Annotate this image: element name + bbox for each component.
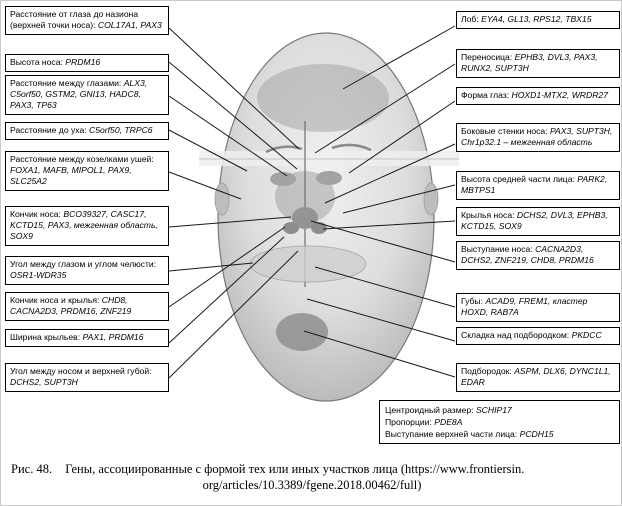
region-label: Пропорции: xyxy=(385,417,432,427)
gene-list: PAX3, SUPT3H, Chr1p32.1 – межгенная обла… xyxy=(461,126,613,147)
label-box-nose-tip: Кончик носа: BCO39327, CASC17, KCTD15, P… xyxy=(5,206,169,246)
gene-list: PRDM16 xyxy=(65,57,101,67)
region-label: Высота носа: xyxy=(10,57,63,67)
gene-list: DCHS2, DVL3, EPHB3, KCTD15, SOX9 xyxy=(461,210,608,231)
gene-list: CACNA2D3, DCHS2, ZNF219, CHD8, PRDM16 xyxy=(461,244,594,265)
nose-tip xyxy=(292,207,318,229)
gene-list: PAX1, PRDM16 xyxy=(82,332,144,342)
gene-list: PDE8A xyxy=(434,417,463,427)
right-eyebrow xyxy=(331,143,372,152)
gene-list: ASPM, DLX6, DYNC1L1, EDAR xyxy=(461,366,611,387)
left-eye xyxy=(270,172,296,186)
gene-list: ACAD9, FREM1, кластер HOXD, RAB7A xyxy=(461,296,588,317)
label-box-nose-lip-angle: Угол между носом и верхней губой: DCHS2,… xyxy=(5,363,169,392)
region-label: Ширина крыльев: xyxy=(10,332,81,342)
gene-list: CHD8, CACNA2D3, PRDM16, ZNF219 xyxy=(10,295,132,316)
note-line-centroid-size: Центроидный размер: SCHIP17 xyxy=(385,404,614,416)
label-box-global-measures: Центроидный размер: SCHIP17 Пропорции: P… xyxy=(379,400,620,444)
region-label: Выступание носа: xyxy=(461,244,533,254)
caption-text: Гены, ассоциированные с формой тех или и… xyxy=(65,462,525,476)
gene-list: BCO39327, CASC17, KCTD15, PAX3, межгенна… xyxy=(10,209,158,241)
left-nostril xyxy=(283,222,299,234)
label-box-nose-side-walls: Боковые стенки носа: PAX3, SUPT3H, Chr1p… xyxy=(456,123,620,152)
region-label: Выступание верхней части лица: xyxy=(385,429,518,439)
label-box-eye-jaw-angle: Угол между глазом и углом челюсти: OSR1-… xyxy=(5,256,169,285)
right-eye xyxy=(316,171,342,185)
left-ear xyxy=(214,182,230,216)
note-line-proportions: Пропорции: PDE8A xyxy=(385,416,614,428)
region-label: Складка над подбородком: xyxy=(461,330,570,340)
caption-url-continuation: org/articles/10.3389/fgene.2018.00462/fu… xyxy=(202,478,422,492)
label-box-eye-shape: Форма глаз: HOXD1-MTX2, WRDR27 xyxy=(456,87,620,105)
gene-list: EYA4, GL13, RPS12, TBX15 xyxy=(481,14,592,24)
label-box-ear-distance: Расстояние до уха: C5orf50, TRPC6 xyxy=(5,122,169,140)
caption-line-1: Рис. 48. Гены, ассоциированные с формой … xyxy=(11,461,613,477)
forehead-region xyxy=(257,64,389,132)
gene-list: C5orf50, TRPC6 xyxy=(89,125,153,135)
gene-list: PARK2, MBTPS1 xyxy=(461,174,608,195)
region-label: Губы: xyxy=(461,296,483,306)
gene-list: ALX3, C5orf50, GSTM2, GNI13, HADC8, PAX3… xyxy=(10,78,148,110)
region-label: Подбородок: xyxy=(461,366,512,376)
region-label: Расстояние между глазами: xyxy=(10,78,122,88)
diagram-stage: Расстояние от глаза до назиона (верхней … xyxy=(1,1,621,456)
label-box-nose-bridge: Переносица: EPHB3, DVL3, PAX3, RUNX2, SU… xyxy=(456,49,620,78)
region-label: Центроидный размер: xyxy=(385,405,474,415)
label-box-lips: Губы: ACAD9, FREM1, кластер HOXD, RAB7A xyxy=(456,293,620,322)
region-label: Боковые стенки носа: xyxy=(461,126,548,136)
gene-list: PKDCC xyxy=(571,330,602,340)
gene-list: DCHS2, SUPT3H xyxy=(10,377,78,387)
right-nostril xyxy=(311,222,327,234)
gene-list: COL17A1, PAX3 xyxy=(97,20,162,30)
label-box-forehead: Лоб: EYA4, GL13, RPS12, TBX15 xyxy=(456,11,620,29)
gene-list: FOXA1, MAFB, MIPOL1, PAX9, SLC25A2 xyxy=(10,165,132,186)
gene-list: OSR1-WDR35 xyxy=(10,270,67,280)
gene-list: SCHIP17 xyxy=(475,405,512,415)
face-model xyxy=(199,32,459,402)
face-and-connectors xyxy=(168,25,459,402)
left-eyebrow xyxy=(265,145,303,154)
region-label: Переносица: xyxy=(461,52,513,62)
connector-lines xyxy=(168,25,456,379)
region-label: Крылья носа: xyxy=(461,210,515,220)
region-label: Угол между носом и верхней губой: xyxy=(10,366,152,376)
region-label: Кончик носа: xyxy=(10,209,61,219)
region-label: Кончик носа и крылья: xyxy=(10,295,100,305)
note-line-upper-face-protrusion: Выступание верхней части лица: PCDH15 xyxy=(385,428,614,440)
label-box-wings-width: Ширина крыльев: PAX1, PRDM16 xyxy=(5,329,169,347)
region-label: Расстояние между козелками ушей: xyxy=(10,154,154,164)
label-box-chin-fold: Складка над подбородком: PKDCC xyxy=(456,327,620,345)
region-label: Форма глаз: xyxy=(461,90,510,100)
label-box-interocular-distance: Расстояние между глазами: ALX3, C5orf50,… xyxy=(5,75,169,115)
label-box-midface-height: Высота средней части лица: PARK2, MBTPS1 xyxy=(456,171,620,200)
label-box-nose-protrusion: Выступание носа: CACNA2D3, DCHS2, ZNF219… xyxy=(456,241,620,270)
region-label: Расстояние от глаза до назиона (верхней … xyxy=(10,9,139,30)
gene-list: HOXD1-MTX2, WRDR27 xyxy=(511,90,608,100)
gene-list: PCDH15 xyxy=(519,429,554,439)
label-box-nose-tip-and-wings: Кончик носа и крылья: CHD8, CACNA2D3, PR… xyxy=(5,292,169,321)
label-box-nose-wings: Крылья носа: DCHS2, DVL3, EPHB3, KCTD15,… xyxy=(456,207,620,236)
gene-list: EPHB3, DVL3, PAX3, RUNX2, SUPT3H xyxy=(461,52,598,73)
region-label: Угол между глазом и углом челюсти: xyxy=(10,259,157,269)
region-label: Расстояние до уха: xyxy=(10,125,87,135)
label-box-tragus-distance: Расстояние между козелками ушей: FOXA1, … xyxy=(5,151,169,191)
label-box-chin: Подбородок: ASPM, DLX6, DYNC1L1, EDAR xyxy=(456,363,620,392)
region-label: Высота средней части лица: xyxy=(461,174,575,184)
label-box-nose-height: Высота носа: PRDM16 xyxy=(5,54,169,72)
region-label: Лоб: xyxy=(461,14,479,24)
chin-region xyxy=(276,313,328,351)
caption-figure-number: Рис. 48. xyxy=(11,462,53,476)
right-ear xyxy=(423,182,439,216)
label-box-eye-nasion-distance: Расстояние от глаза до назиона (верхней … xyxy=(5,6,169,35)
figure-caption: Рис. 48. Гены, ассоциированные с формой … xyxy=(1,456,621,493)
